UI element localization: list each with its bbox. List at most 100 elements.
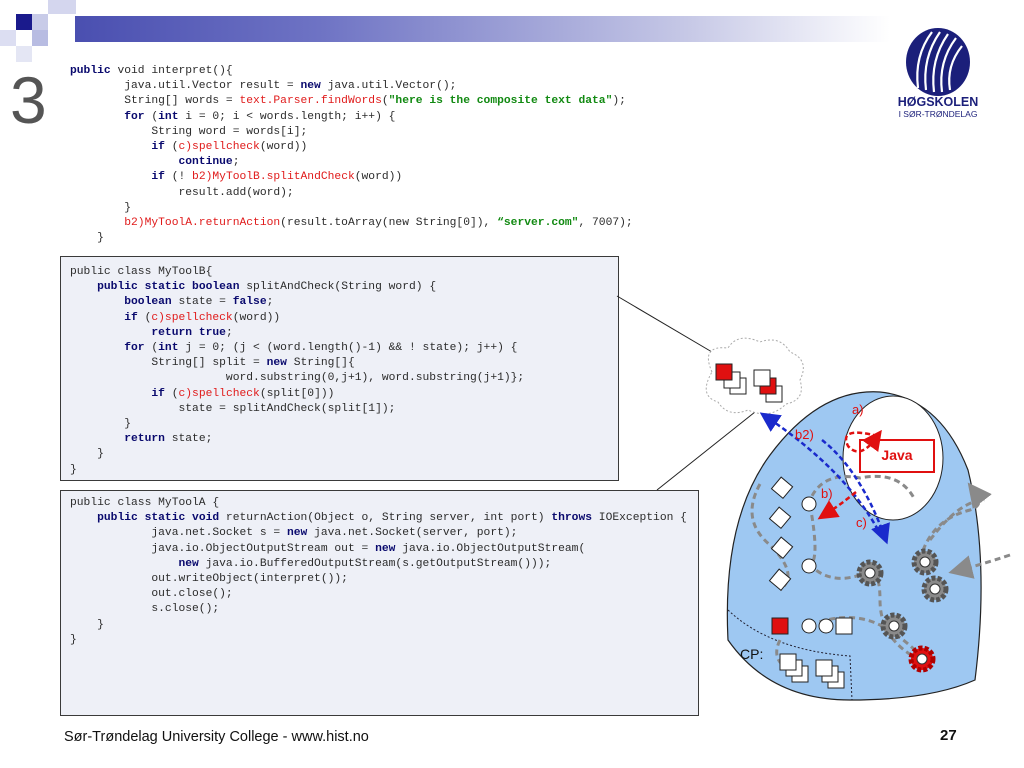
label-b2: b2): [795, 427, 814, 442]
code-line: public class MyToolB{: [70, 265, 524, 280]
code-line: if (c)spellcheck(split[0])): [70, 387, 524, 402]
code-token: (: [137, 311, 152, 324]
logo-name: HØGSKOLEN: [897, 95, 979, 109]
code-token: for: [124, 110, 145, 123]
code-token: new: [300, 80, 321, 93]
logo-subtitle: I SØR-TRØNDELAG: [898, 109, 978, 119]
code-line: public class MyToolA {: [70, 496, 687, 511]
code-line: result.add(word);: [70, 186, 633, 201]
code-token: IOException {: [592, 512, 687, 525]
code-token: int: [158, 110, 179, 123]
code-token: result.add(word);: [70, 186, 294, 199]
connector-line: [656, 411, 756, 491]
code-line: }: [70, 231, 633, 246]
code-token: }: [70, 418, 132, 431]
interpret-method-code: public void interpret(){ java.util.Vecto…: [70, 64, 633, 246]
mytoolb-code-box: public class MyToolB{ public static bool…: [60, 256, 619, 481]
label-b: b): [821, 486, 833, 501]
code-line: return true;: [70, 326, 524, 341]
code-token: new: [178, 557, 199, 570]
code-line: new java.io.BufferedOutputStream(s.getOu…: [70, 557, 687, 572]
code-token: (: [144, 110, 159, 123]
code-token: (split[0])): [259, 387, 335, 400]
code-token: String[] words =: [70, 95, 240, 108]
code-line: boolean state = false;: [70, 295, 524, 310]
slide-number: 3: [10, 63, 47, 137]
cloud-squares: [715, 363, 783, 403]
code-token: out.close();: [70, 588, 233, 601]
code-token: ;: [266, 296, 274, 309]
label-c: c): [856, 515, 867, 530]
code-token: if: [151, 141, 165, 154]
code-line: }: [70, 618, 687, 633]
label-a: a): [852, 402, 864, 417]
component-nodes: [768, 476, 853, 689]
code-token: String[]{: [286, 357, 355, 370]
code-token: (: [144, 342, 159, 355]
code-line: String[] split = new String[]{: [70, 356, 524, 371]
code-token: new: [286, 527, 308, 540]
code-token: text.Parser.findWords: [239, 95, 382, 108]
code-token: void interpret(){: [110, 65, 233, 77]
code-token: int: [158, 342, 179, 355]
code-token: ;: [225, 326, 233, 339]
code-line: java.io.ObjectOutputStream out = new jav…: [70, 542, 687, 557]
code-token: new: [375, 542, 396, 555]
code-token: String word = words[i];: [70, 125, 308, 138]
gear-icons: [856, 548, 949, 673]
code-token: (word)): [354, 171, 403, 184]
code-token: public static void: [97, 512, 220, 525]
page-number: 27: [940, 727, 957, 744]
code-token: (result.toArray(new String[0]),: [280, 217, 498, 230]
code-token: (word)): [259, 141, 308, 154]
footer-text: Sør-Trøndelag University College - www.h…: [64, 729, 369, 745]
code-token: c)spellcheck: [151, 311, 233, 324]
code-line: }: [70, 201, 633, 216]
code-line: public static boolean splitAndCheck(Stri…: [70, 280, 524, 295]
code-line: String word = words[i];: [70, 125, 633, 140]
code-token: returnAction(Object o, String server, in…: [219, 512, 552, 525]
code-token: }: [70, 201, 132, 214]
code-line: }: [70, 417, 524, 432]
connector-line: [616, 295, 713, 353]
code-token: s.close();: [70, 603, 220, 616]
code-token: (: [381, 95, 389, 108]
code-token: }: [70, 232, 104, 245]
code-line: continue;: [70, 155, 633, 170]
code-token: “server.com": [497, 217, 579, 230]
code-token: java.net.Socket(server, port);: [307, 527, 518, 540]
code-token: new: [266, 357, 287, 370]
code-line: public void interpret(){: [70, 64, 633, 79]
code-token: java.io.ObjectOutputStream(: [395, 542, 586, 555]
code-line: String[] words = text.Parser.findWords("…: [70, 94, 633, 109]
mytoola-code-box: public class MyToolA { public static voi…: [60, 490, 699, 716]
code-line: }: [70, 633, 687, 648]
code-line: s.close();: [70, 602, 687, 617]
mytoola-code: public class MyToolA { public static voi…: [70, 496, 687, 648]
mytoolb-code: public class MyToolB{ public static bool…: [70, 265, 524, 478]
code-token: word.substring(0,j+1), word.substring(j+…: [70, 372, 525, 385]
code-token: throws: [551, 512, 593, 525]
code-token: }: [70, 618, 104, 631]
code-token: b2)MyToolB.splitAndCheck: [192, 171, 355, 184]
code-line: state = splitAndCheck(split[1]);: [70, 402, 524, 417]
code-token: if: [151, 387, 165, 400]
code-token: public class MyToolB{: [70, 266, 213, 278]
code-token: state = splitAndCheck(split[1]);: [70, 402, 396, 415]
college-logo: [890, 0, 986, 125]
code-token: if: [151, 171, 165, 184]
code-token: continue: [178, 156, 233, 169]
code-token: b2)MyToolA.returnAction: [124, 217, 281, 230]
code-line: if (c)spellcheck(word)): [70, 311, 524, 326]
code-token: public: [70, 65, 111, 77]
code-token: false: [232, 296, 267, 309]
code-line: java.net.Socket s = new java.net.Socket(…: [70, 526, 687, 541]
code-token: i = 0; i < words.length; i++) {: [178, 110, 396, 123]
code-token: ;: [232, 156, 240, 169]
code-token: java.io.BufferedOutputStream(s.getOutput…: [198, 557, 552, 570]
code-token: java.net.Socket s =: [70, 527, 287, 540]
code-token: (: [164, 141, 179, 154]
code-line: if (c)spellcheck(word)): [70, 140, 633, 155]
code-token: public static boolean: [97, 281, 240, 294]
